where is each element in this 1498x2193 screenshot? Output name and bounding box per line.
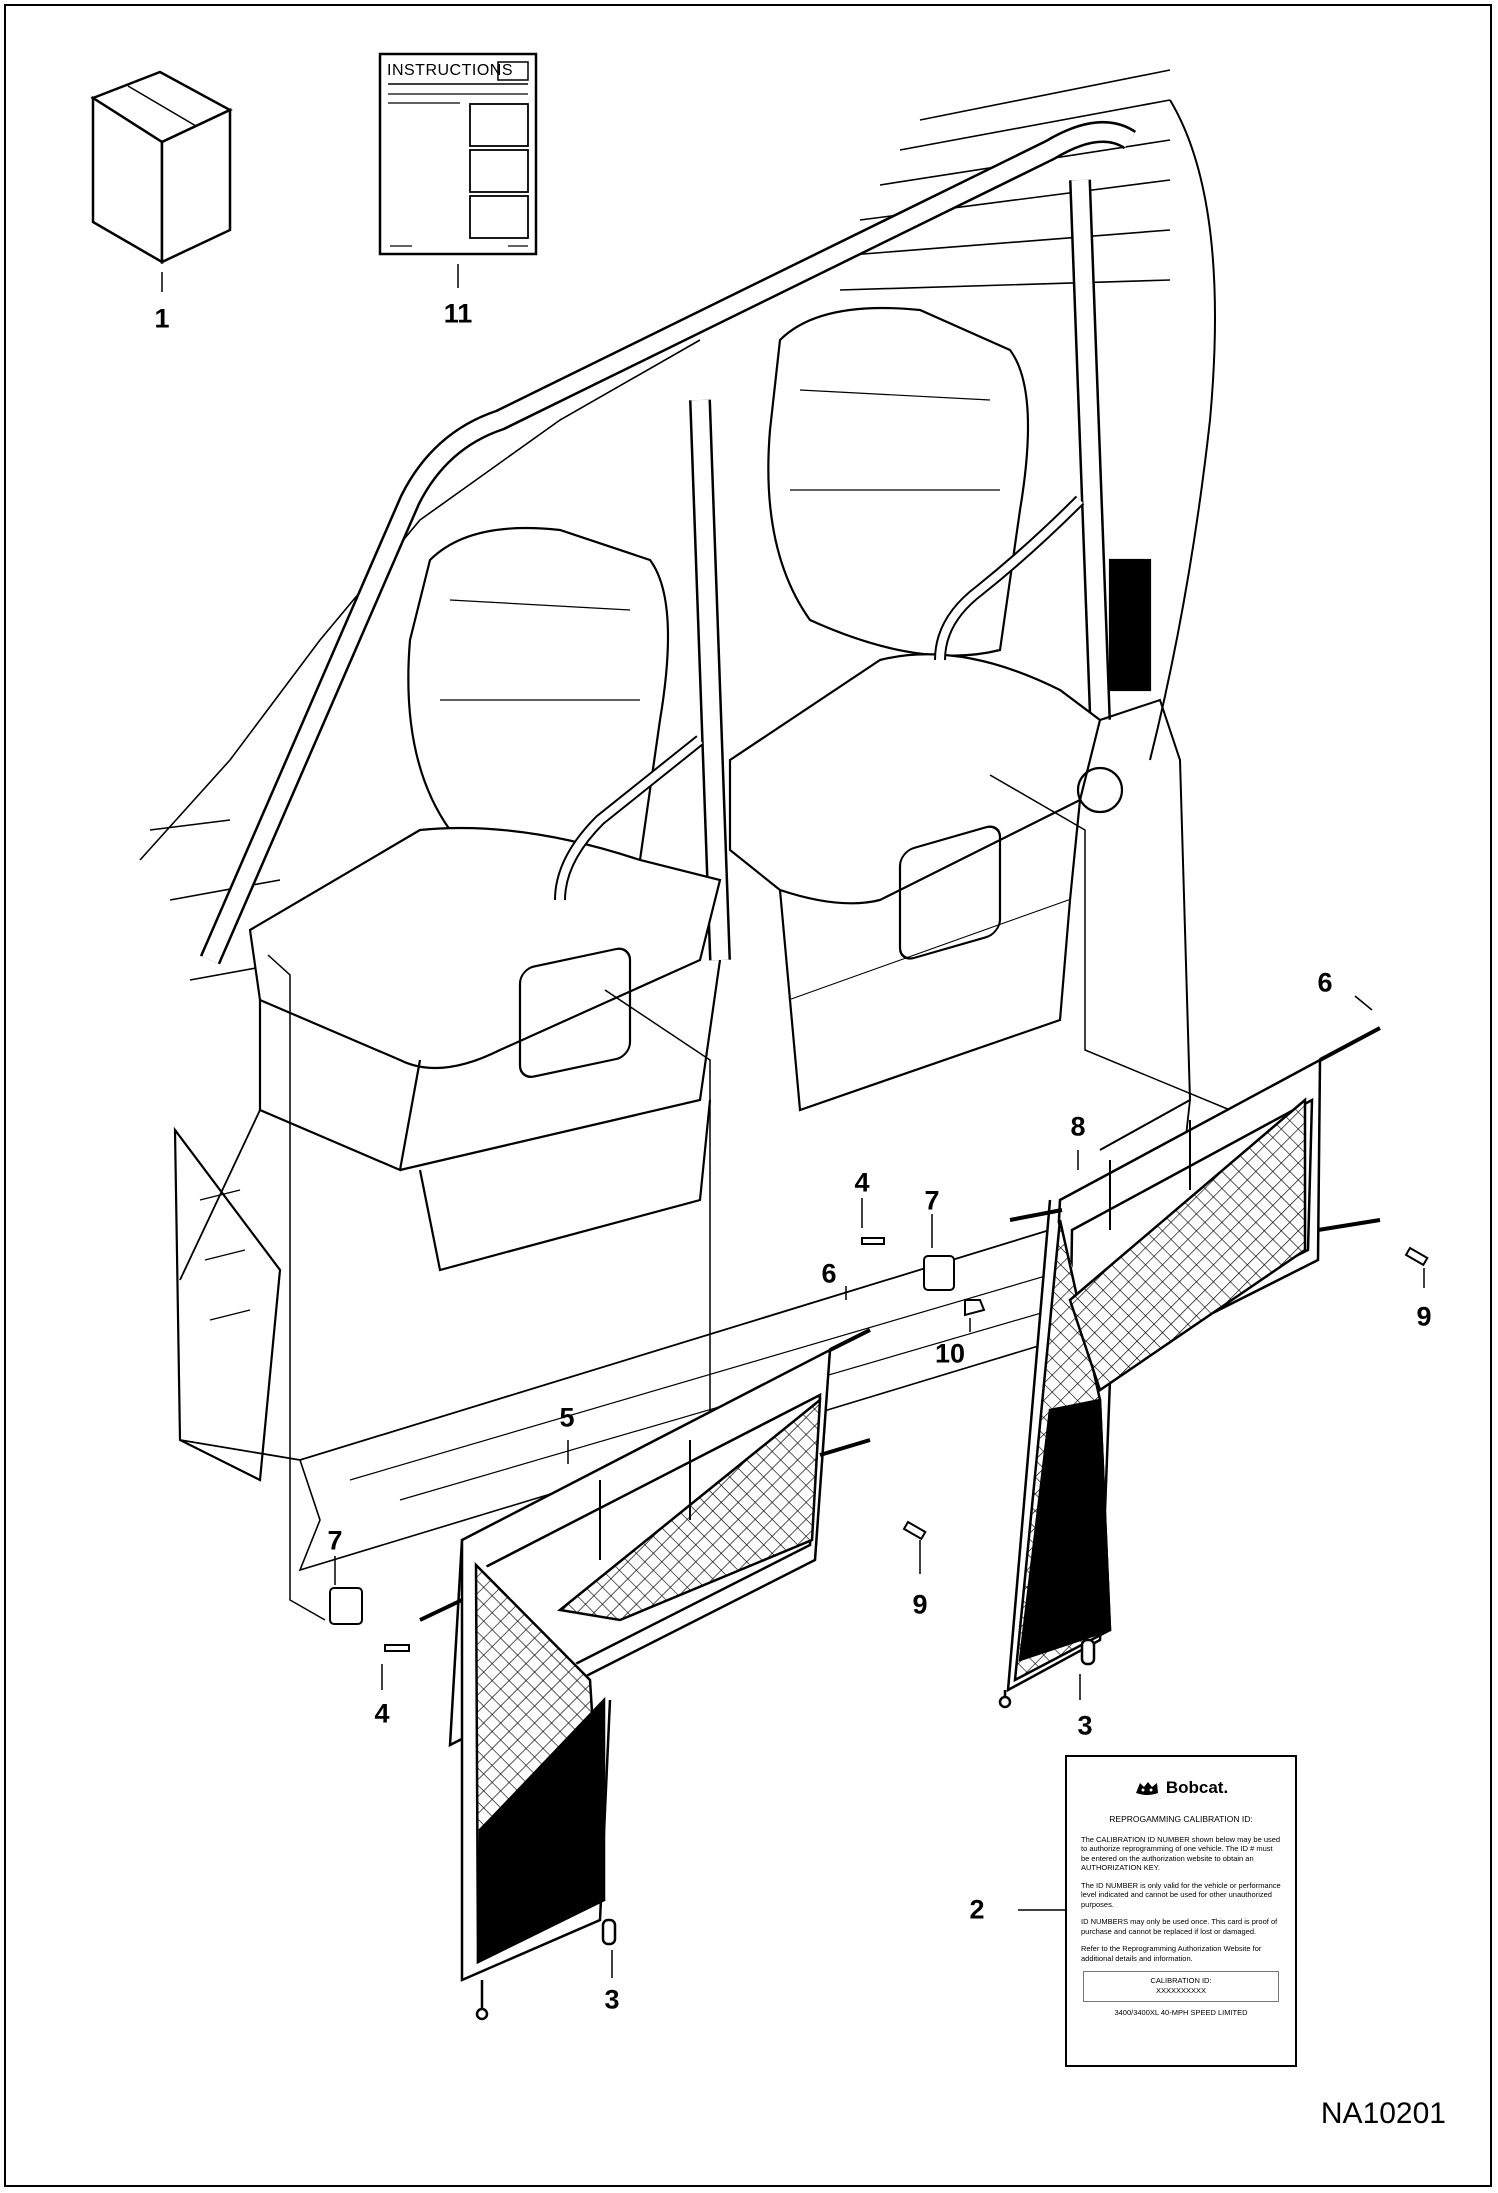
callout-8: 8 <box>1070 1111 1086 1142</box>
callout-leaders <box>334 995 1425 1978</box>
card-paragraph: The ID NUMBER is only valid for the vehi… <box>1081 1880 1281 1909</box>
side-net-left-assembly <box>419 1328 871 2021</box>
callout-6: 6 <box>1317 967 1333 998</box>
callout-7: 7 <box>924 1185 940 1216</box>
callout-6: 6 <box>821 1258 837 1289</box>
card-heading: REPROGAMMING CALIBRATION ID: <box>1109 1814 1253 1824</box>
callout-3: 3 <box>1077 1710 1093 1741</box>
callout-9: 9 <box>1416 1301 1432 1332</box>
calibration-id-label: CALIBRATION ID: <box>1150 1976 1212 1985</box>
hardware-bolts <box>329 1237 1429 1652</box>
callout-3: 3 <box>604 1984 620 2015</box>
card-paragraph: The CALIBRATION ID NUMBER shown below ma… <box>1081 1834 1281 1873</box>
card-footer: 3400/3400XL 40-MPH SPEED LIMITED <box>1114 2008 1248 2017</box>
callout-11: 11 <box>443 298 473 329</box>
side-net-right-assembly <box>998 1026 1381 1709</box>
assembly-leader-lines <box>267 774 1231 1621</box>
calibration-id-value: XXXXXXXXXX <box>1155 1985 1207 1995</box>
callout-4: 4 <box>374 1698 390 1729</box>
callout-7: 7 <box>327 1525 343 1556</box>
card-paragraph: Refer to the Reprogramming Authorization… <box>1081 1944 1262 1963</box>
vehicle-seat-area <box>139 69 1216 1572</box>
drawing-number: NA10201 <box>1320 2097 1446 2130</box>
callout-5: 5 <box>559 1402 575 1433</box>
card-paragraph: ID NUMBERS may only be used once. This c… <box>1081 1917 1278 1936</box>
brand-logo: Bobcat. <box>1081 1779 1281 1797</box>
drawing-frame <box>4 4 1492 2187</box>
calibration-card: Bobcat. REPROGAMMING CALIBRATION ID: The… <box>1065 1755 1297 2067</box>
callout-1: 1 <box>154 303 170 334</box>
brand-name: Bobcat. <box>1165 1778 1229 1798</box>
callout-4: 4 <box>854 1167 870 1198</box>
callout-2: 2 <box>969 1894 985 1925</box>
calibration-id-box: CALIBRATION ID: XXXXXXXXXX <box>1083 1971 1279 2002</box>
callout-9: 9 <box>912 1589 928 1620</box>
box-kit-icon <box>90 70 233 265</box>
instructions-sheet-icon <box>378 52 538 256</box>
instructions-title: INSTRUCTIONS <box>387 62 513 79</box>
callout-10: 10 <box>934 1338 966 1369</box>
bobcat-logo-icon <box>1135 1782 1158 1795</box>
